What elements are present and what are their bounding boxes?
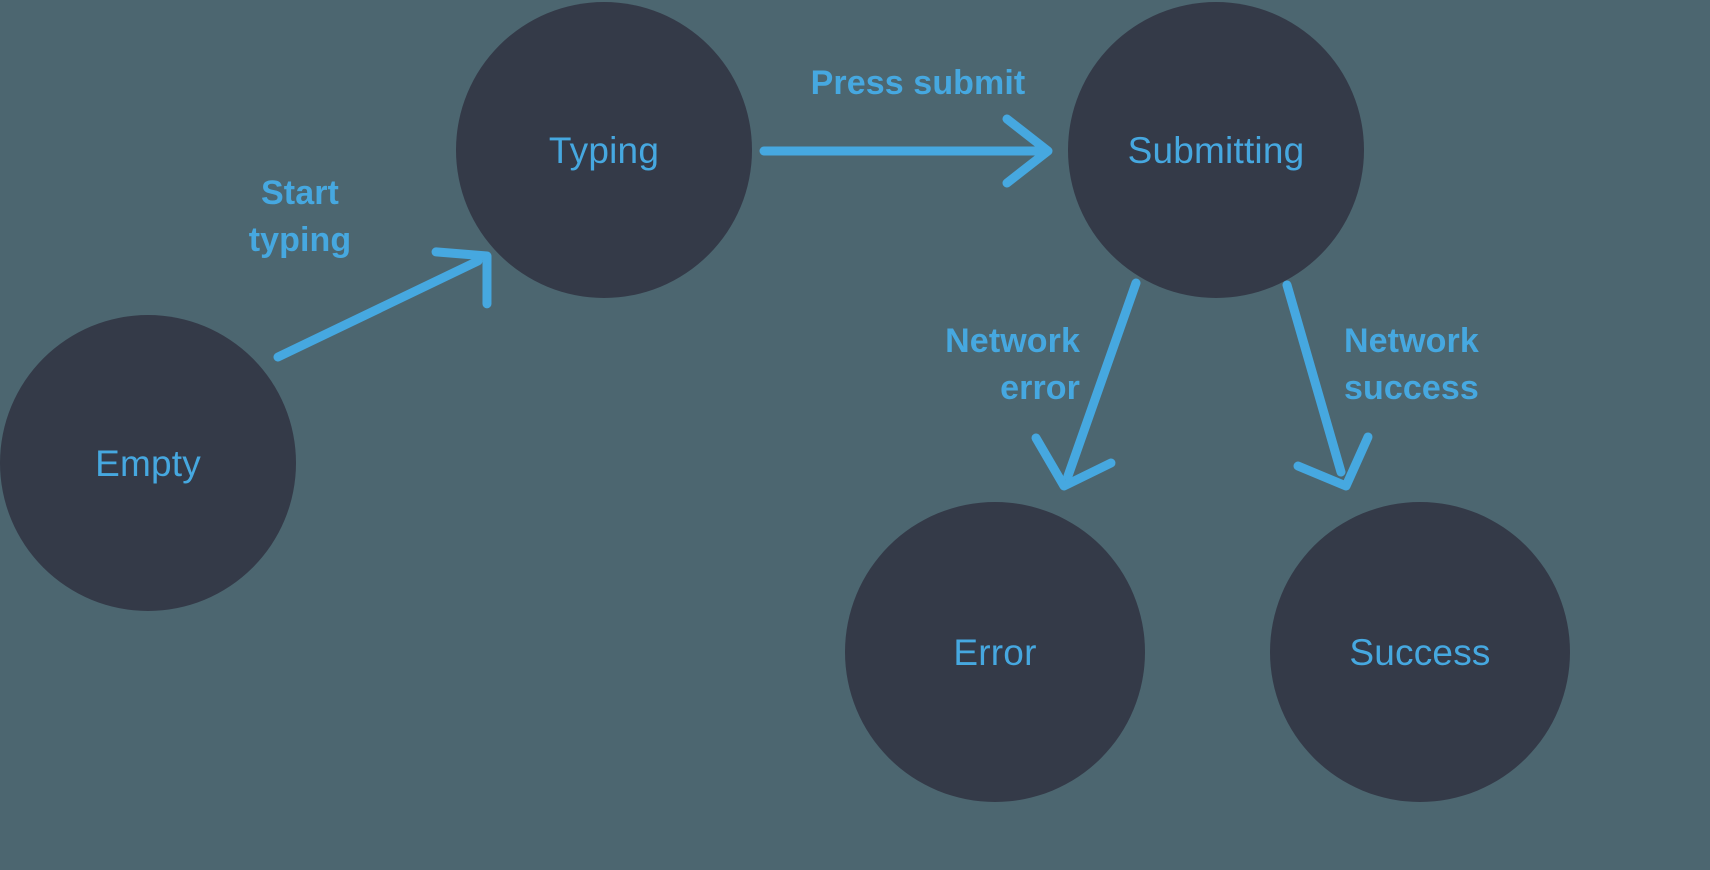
state-node-typing[interactable]: Typing	[456, 2, 752, 298]
transition-label-network-success: Network success	[1344, 322, 1479, 407]
transition-label-start-typing: Start typing	[248, 174, 352, 259]
state-label-submitting: Submitting	[1127, 129, 1305, 171]
state-label-typing: Typing	[548, 129, 660, 171]
state-label-error: Error	[953, 631, 1037, 673]
state-label-empty: Empty	[95, 442, 201, 484]
transition-arrow-network-error	[1031, 278, 1141, 491]
state-node-success[interactable]: Success	[1270, 502, 1570, 802]
transition-label-network-error: Network error	[945, 322, 1080, 407]
transition-label-press-submit: Press submit	[810, 64, 1026, 102]
transition-arrow-start-typing	[273, 247, 492, 362]
state-node-error[interactable]: Error	[845, 502, 1145, 802]
state-node-submitting[interactable]: Submitting	[1068, 2, 1364, 298]
state-node-empty[interactable]: Empty	[0, 315, 296, 611]
state-label-success: Success	[1349, 631, 1491, 673]
transition-arrow-network-success	[1282, 280, 1373, 491]
transition-arrow-press-submit	[759, 114, 1053, 188]
